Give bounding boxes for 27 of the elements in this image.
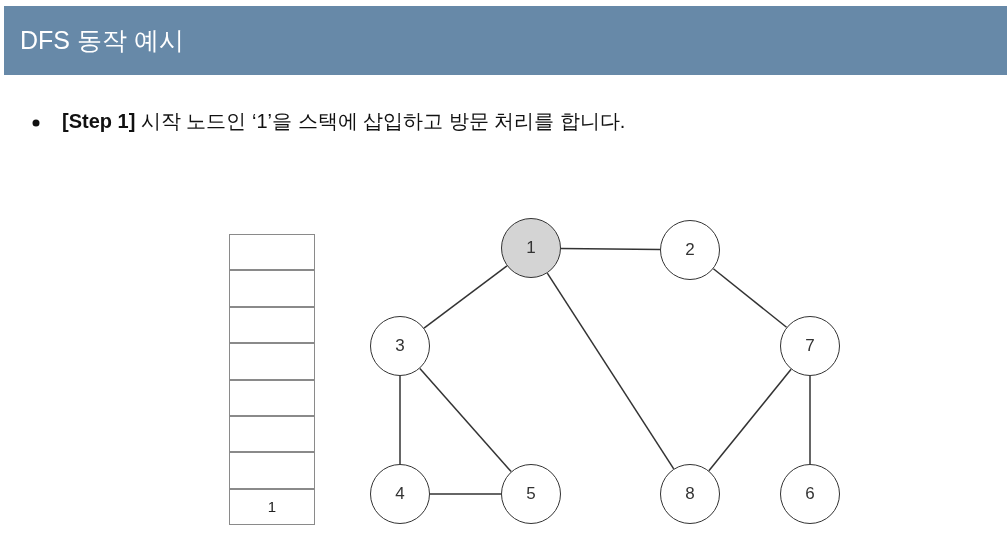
stack-cell (229, 270, 315, 307)
stack-cell (229, 343, 315, 380)
edge-line (419, 367, 512, 473)
edge-line (708, 368, 792, 472)
edge-line (423, 265, 508, 329)
visited-node-circle: 1 (501, 218, 561, 278)
edge-line (712, 268, 788, 328)
node-circle: 2 (660, 220, 720, 280)
stack-cell: 1 (229, 488, 315, 526)
edge-line (809, 375, 811, 465)
stack-cell (229, 306, 315, 344)
stack-cell (229, 234, 315, 271)
node-circle: 6 (780, 464, 840, 524)
stack-cell (229, 416, 315, 453)
edge-line (429, 493, 502, 495)
node-circle: 8 (660, 464, 720, 524)
node-circle: 3 (370, 316, 430, 376)
node-circle: 4 (370, 464, 430, 524)
step-description: [Step 1] 시작 노드인 ‘1’을 스택에 삽입하고 방문 처리를 합니다. (62, 109, 626, 134)
node-circle: 7 (780, 316, 840, 376)
stack-cell (229, 452, 315, 489)
node-circle: 5 (501, 464, 561, 524)
edge-line (399, 375, 401, 465)
stack-cell (229, 379, 315, 416)
edge-line (560, 247, 661, 251)
edge-line (546, 272, 675, 470)
title: DFS 동작 예시 (20, 25, 184, 56)
